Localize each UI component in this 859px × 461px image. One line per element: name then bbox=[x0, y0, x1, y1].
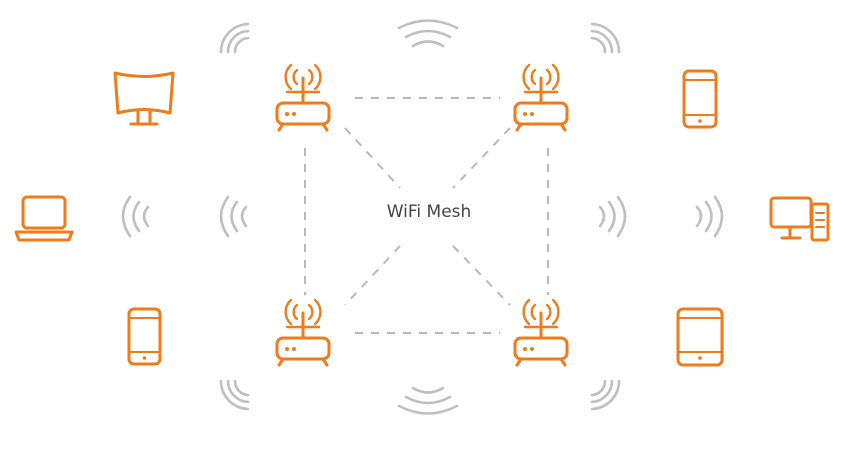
signal-waves-icon bbox=[590, 379, 621, 411]
mesh-link-diag-bl bbox=[344, 245, 401, 306]
signal-waves-icon bbox=[598, 195, 627, 238]
signal-waves-icon bbox=[695, 195, 724, 238]
signal-waves-icon bbox=[219, 195, 248, 238]
desktop-computer-icon bbox=[769, 196, 830, 242]
mesh-link-diag-tr bbox=[452, 127, 511, 189]
router-icon bbox=[275, 298, 331, 367]
mesh-link-diag-tl bbox=[344, 127, 401, 189]
center-label: WiFi Mesh bbox=[386, 202, 472, 222]
router-icon bbox=[275, 63, 331, 132]
signal-waves-icon bbox=[397, 19, 459, 48]
signal-waves-icon bbox=[219, 22, 250, 54]
tablet-icon bbox=[676, 307, 724, 367]
router-icon bbox=[513, 63, 569, 132]
signal-waves-icon bbox=[121, 195, 150, 238]
router-icon bbox=[513, 298, 569, 367]
signal-waves-icon bbox=[397, 386, 459, 415]
signal-waves-icon bbox=[590, 22, 621, 54]
laptop-icon bbox=[14, 195, 74, 242]
smartphone-icon bbox=[127, 307, 162, 366]
mesh-link-diag-br bbox=[452, 245, 511, 306]
mesh-links bbox=[304, 97, 549, 334]
signal-waves-icon bbox=[219, 379, 250, 411]
tv-monitor-icon bbox=[113, 71, 175, 126]
smartphone-icon bbox=[682, 69, 718, 129]
